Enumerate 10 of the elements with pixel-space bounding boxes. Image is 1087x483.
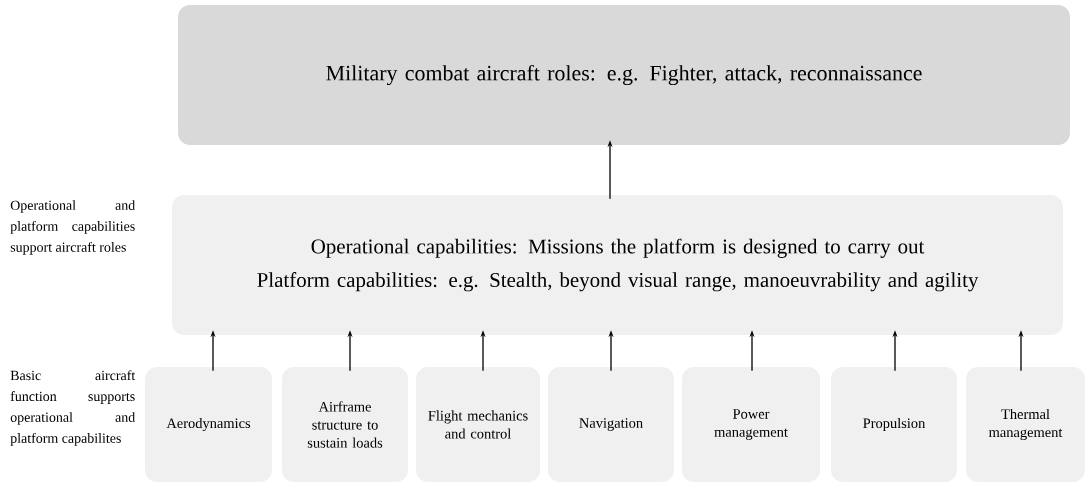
function-box: Thermal management [966,367,1085,482]
function-box: Propulsion [831,367,957,482]
function-box: Power management [682,367,820,482]
function-box: Airframe structure to sustain loads [282,367,408,482]
function-box: Aerodynamics [145,367,272,482]
function-box: Flight mechanics and control [416,367,540,482]
capability-box: Operational capabilities: Missions the platform is designed to carry out Platform capabilities: e.g. Stealth, beyond visual range, manoeuvrability and agility [172,195,1063,335]
role-box: Military combat aircraft roles: e.g. Fighter, attack, reconnaissance [178,5,1070,145]
function-box: Navigation [548,367,674,482]
side-note: Operational and platform capabilities support aircraft roles [10,200,136,255]
